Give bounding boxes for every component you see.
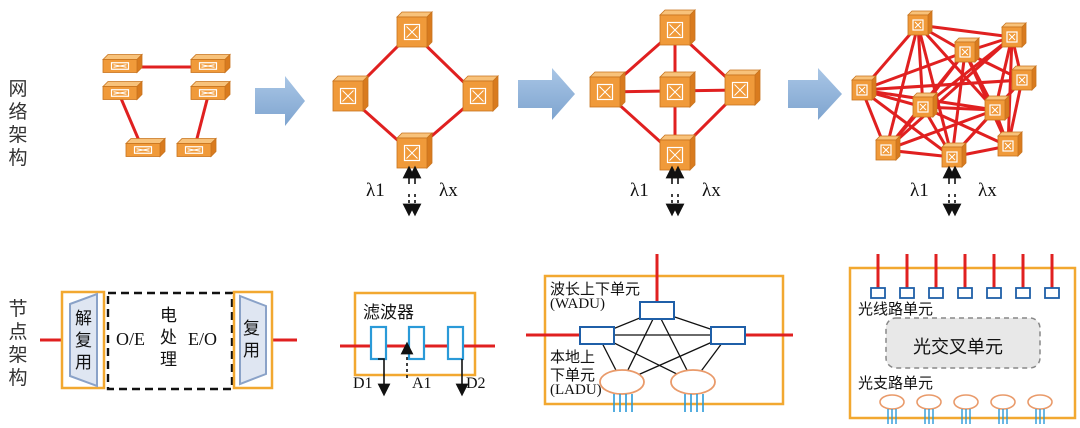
lambda-last-label: λx [702,180,721,201]
network-node-icon [659,134,696,171]
roadm-node [526,254,793,412]
wadu-abbr: (WADU) [550,296,605,312]
lambda-last-label: λx [978,180,997,201]
drop1-label: D1 [353,375,373,392]
network-node-icon [912,92,938,118]
branch-unit-label: 光支路单元 [858,374,934,392]
ladu-label-line2: 下单元 [550,366,596,384]
network-node-icon [851,75,877,101]
oeo-node [40,290,297,391]
network-node-icon [102,53,143,74]
cross-unit-label: 光交叉单元 [913,337,1003,358]
network-node-icon [176,137,217,158]
network-node-icon [396,132,433,169]
mux-label: 复用 [243,319,260,361]
drop2-label: D2 [466,375,486,392]
lambda-first-label: λ1 [630,180,649,201]
eo-label: E/O [188,329,217,349]
network-node-icon [659,71,696,108]
filter-title: 滤波器 [363,303,414,323]
wavelength-arrows [402,165,962,217]
network-node-icon [875,135,901,161]
oxc-node [848,254,1077,424]
network-node-icon [907,10,933,36]
progress-arrow-1 [255,76,305,126]
network-node-icon [396,11,433,48]
network-node-icon [941,142,967,168]
line-unit-label: 光线路单元 [858,300,934,318]
network-node-icon [102,80,143,101]
network-node-icon [997,131,1023,157]
network-node-icon [954,37,980,63]
lambda-first-label: λ1 [366,180,385,201]
stage1-links [118,65,210,151]
ladu-label-line1: 本地上 [550,348,596,366]
progress-arrow-2 [518,68,575,120]
network-node-icon [462,75,499,112]
network-node-icon [589,71,626,108]
network-node-icon [190,80,231,101]
network-node-icon [659,9,696,46]
progress-arrow-3 [788,68,842,120]
electric-processing-label: 电处理 [160,306,177,370]
network-node-icon [1011,65,1037,91]
lambda-first-label: λ1 [910,180,929,201]
network-node-icon [1001,22,1027,48]
oe-label: O/E [116,329,145,349]
network-node-icon [332,75,369,112]
row-label-network: 网络架构 [8,78,28,169]
row-label-node: 节点架构 [8,298,28,389]
network-node-icon [724,69,761,106]
filter-node [340,291,495,397]
network-node-icon [125,137,166,158]
network-node-icon [190,53,231,74]
lambda-last-label: λx [439,180,458,201]
wadu-label: 波长上下单元 [550,280,641,298]
demux-label: 解复用 [75,309,92,373]
ladu-abbr: (LADU) [550,382,602,398]
network-node-icon [984,95,1010,121]
add1-label: A1 [412,375,432,392]
